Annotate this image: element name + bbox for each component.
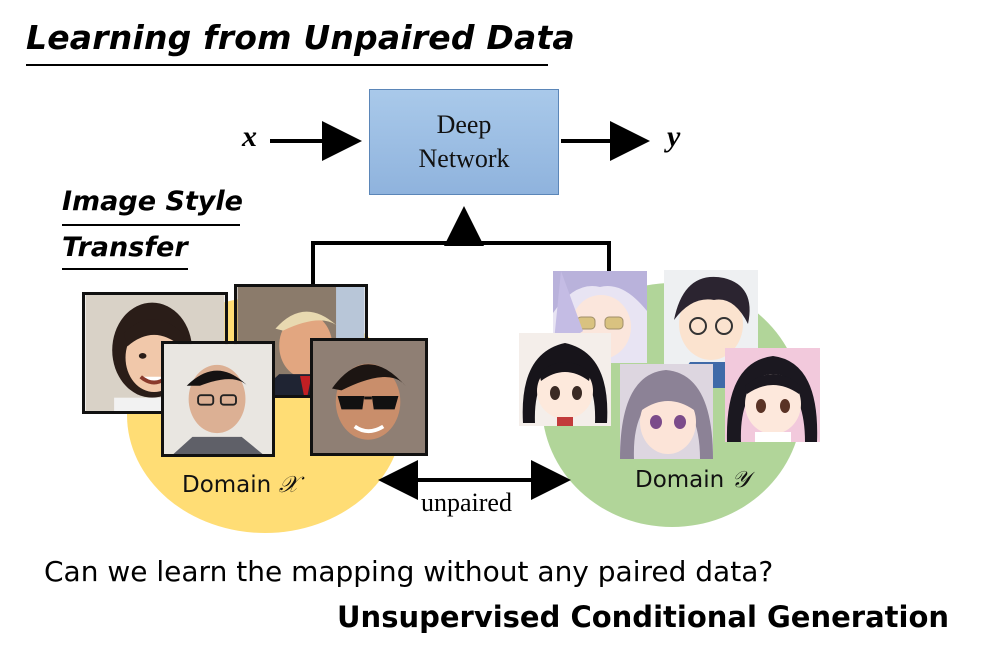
output-variable: y xyxy=(667,120,681,153)
face-photo-man-glasses xyxy=(161,341,275,457)
answer-text: Unsupervised Conditional Generation xyxy=(337,600,950,634)
anime-face-pink-bg-girl xyxy=(725,348,820,442)
subtitle-line-2: Transfer xyxy=(62,232,188,263)
domain-x-label: Domain 𝒳 xyxy=(182,472,298,498)
input-variable: x xyxy=(242,120,257,153)
domain-y-label: Domain 𝒴 xyxy=(635,467,750,493)
face-photo-man-sunglasses xyxy=(310,338,428,456)
network-label-line-1: Deep xyxy=(436,110,492,139)
network-label-line-2: Network xyxy=(418,144,510,173)
title-underline xyxy=(26,64,548,66)
domain-x-symbol: 𝒳 xyxy=(278,472,299,498)
unpaired-label: unpaired xyxy=(421,488,512,517)
deep-network-box: Deep Network xyxy=(369,89,559,195)
question-text: Can we learn the mapping without any pai… xyxy=(44,555,774,588)
domain-x-prefix: Domain xyxy=(182,472,272,498)
subtitle-underline-1 xyxy=(62,224,240,226)
subtitle-line-1: Image Style xyxy=(62,186,243,217)
anime-face-black-hair-girl xyxy=(519,333,611,426)
anime-face-silver-hair-girl xyxy=(620,364,713,459)
domain-y-prefix: Domain xyxy=(635,467,725,493)
slide-title: Learning from Unpaired Data xyxy=(26,18,575,57)
subtitle-underline-2 xyxy=(62,268,188,270)
domain-y-symbol: 𝒴 xyxy=(731,467,750,493)
